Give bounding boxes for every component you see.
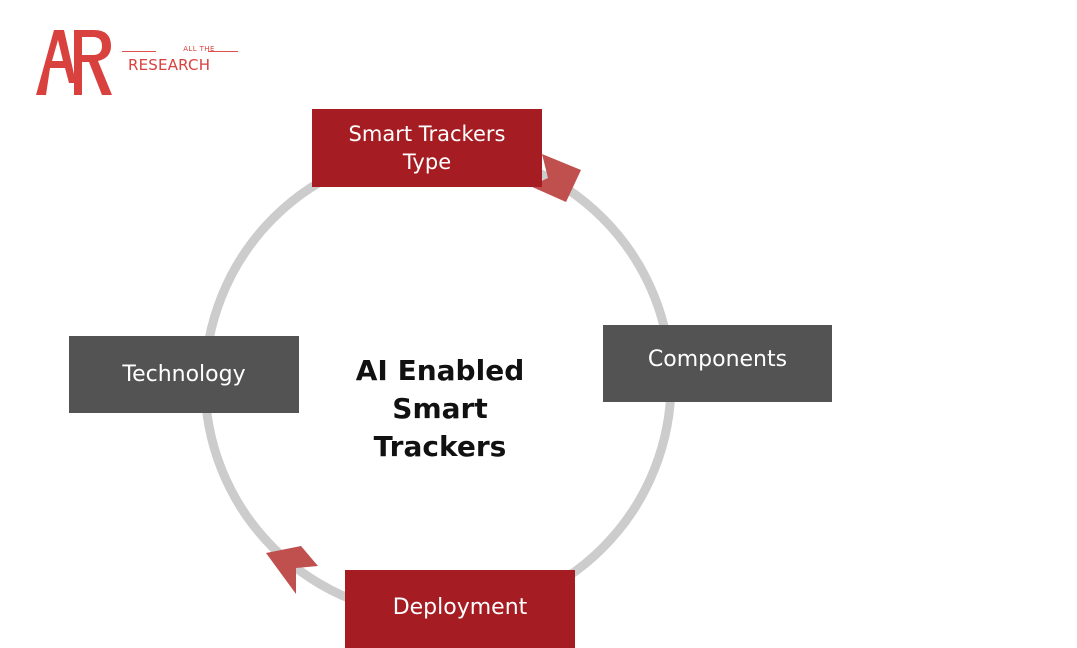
ar-logo-mark	[36, 30, 112, 95]
node-components: Components	[603, 325, 832, 402]
center-title-line-2: Smart	[392, 392, 488, 425]
node-type-line-2: Type	[402, 150, 452, 174]
logo-rule-left	[122, 51, 156, 52]
logo-tagline-top: ALL THE	[183, 45, 215, 53]
node-technology: Technology	[69, 336, 299, 413]
node-components-label: Components	[647, 347, 788, 372]
center-title-line-1: AI Enabled	[355, 354, 525, 387]
node-deployment-label: Deployment	[392, 595, 528, 620]
logo-wordmark: RESEARCH	[128, 56, 211, 74]
arrow-clockwise-bottom	[266, 546, 318, 594]
node-type-line-1: Smart Trackers	[348, 122, 506, 146]
arrow-clockwise-top	[530, 154, 581, 202]
center-title-line-3: Trackers	[373, 430, 507, 463]
company-logo: ALL THE RESEARCH	[36, 28, 246, 98]
node-smart-trackers-type: Smart Trackers Type	[312, 109, 542, 187]
node-technology-label: Technology	[122, 361, 246, 387]
node-deployment: Deployment	[345, 570, 575, 648]
logo-rule-right	[208, 51, 238, 52]
center-title: AI Enabled Smart Trackers	[330, 352, 550, 466]
